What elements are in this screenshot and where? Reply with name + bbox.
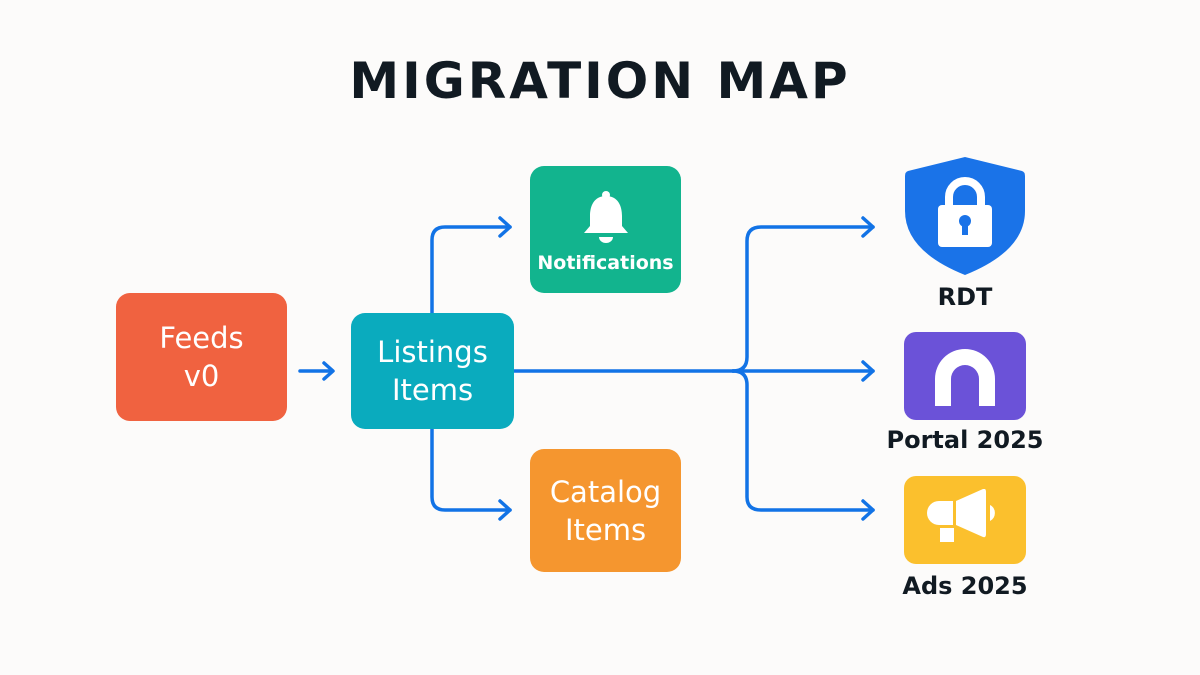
node-label: Portal 2025 [886,426,1044,454]
node-label: Notifications [537,251,674,274]
node-label: RDT [937,283,993,311]
node-label: Ads 2025 [902,572,1028,600]
shield-lock-icon [905,157,1025,275]
node-label: Feeds [159,321,244,355]
edge-listings-to-notifications [430,225,512,315]
node-feeds-v0[interactable]: Feeds v0 [116,293,287,421]
portal-tile [904,332,1026,420]
arrowhead [861,360,875,382]
node-label: Items [564,512,647,547]
arrowhead [861,499,875,521]
megaphone-icon [927,489,995,542]
node-label: Catalog [549,474,662,509]
node-listings-items[interactable]: Listings Items [351,313,514,429]
node-ads-2025[interactable]: Ads 2025 [870,476,1060,600]
edge-trunk-upper [731,225,875,373]
arrowhead [322,361,335,381]
node-catalog-items[interactable]: Catalog Items [530,449,681,572]
arrowhead [861,216,875,238]
node-label: Listings [377,335,488,369]
node-portal-2025[interactable]: Portal 2025 [870,332,1060,454]
arrowhead [498,499,512,521]
edge-listings-to-catalog [430,427,512,512]
edge-trunk-lower [731,369,875,512]
arrowhead [498,216,512,238]
ads-tile [904,476,1026,564]
bell-icon [583,190,628,243]
node-notifications[interactable]: Notifications [530,166,681,293]
arch-icon [935,349,995,406]
node-label: v0 [183,359,220,393]
node-rdt[interactable]: RDT [880,155,1050,311]
node-label: Items [391,373,474,407]
diagram-title: MIGRATION MAP [349,52,851,110]
